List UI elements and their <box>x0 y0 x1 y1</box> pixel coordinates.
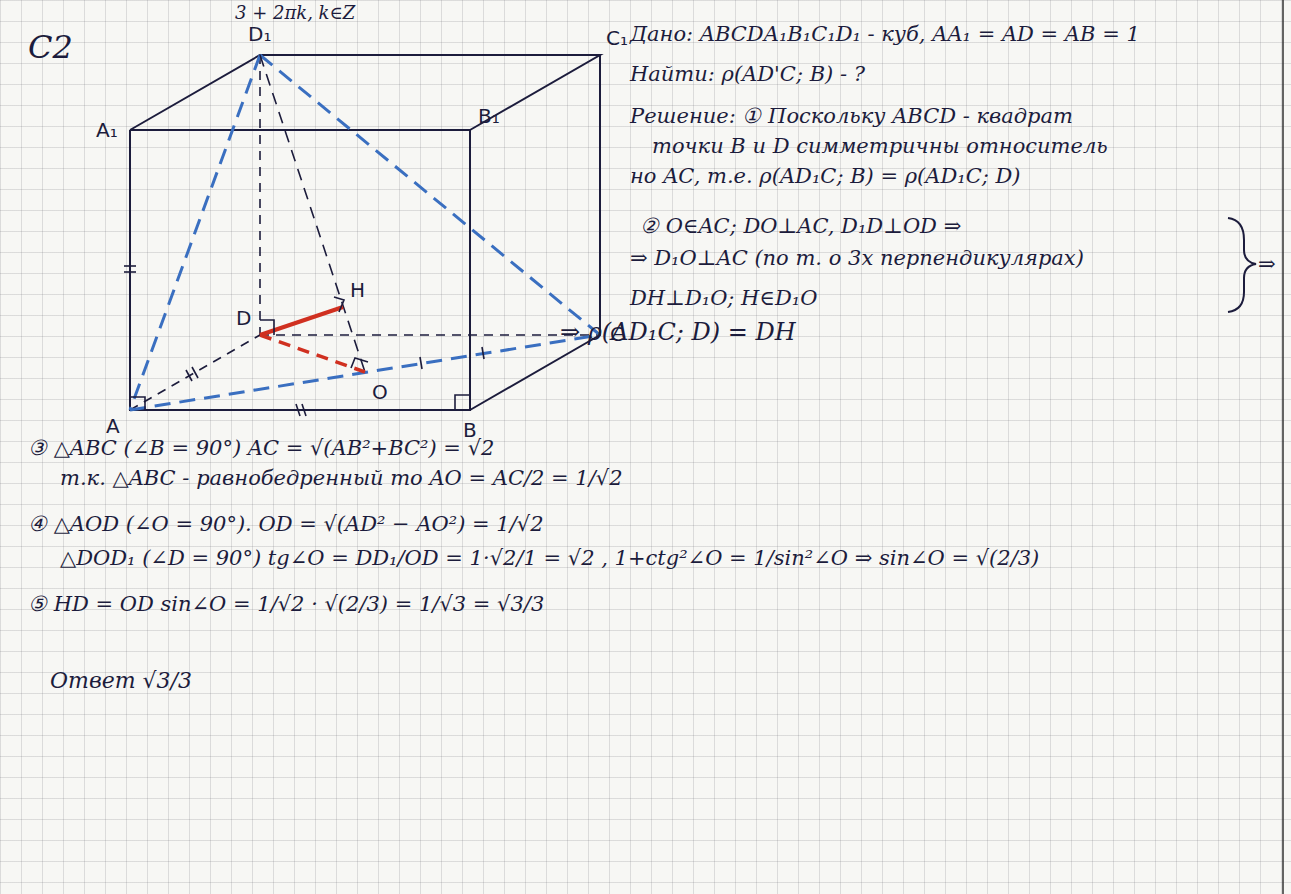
edge-dc <box>260 334 600 336</box>
line-d1a <box>130 55 260 410</box>
solution-line: △DOD₁ (∠D = 90°) tg∠O = DD₁/OD = 1·√2/1 … <box>60 546 1039 571</box>
vertex-label: D₁ <box>248 22 271 46</box>
tick <box>482 347 484 359</box>
right-angle-marks <box>130 297 470 410</box>
segment-do <box>260 335 365 372</box>
tick <box>296 404 300 416</box>
solution-line: но AC, т.е. ρ(AD₁C; B) = ρ(AD₁C; D) <box>630 164 1021 189</box>
vertex-label: A <box>106 414 120 438</box>
vertex-label: O <box>372 380 388 404</box>
tick <box>302 404 306 416</box>
tick <box>124 265 136 267</box>
margin-line <box>1282 0 1284 894</box>
top-face <box>130 55 600 130</box>
solution-line: ⇒ ρ(AD₁C; D) = DH <box>560 318 796 347</box>
vertex-label: A₁ <box>96 118 118 142</box>
solution-line: Решение: ① Поскольку ABCD - квадрат <box>630 104 1073 129</box>
problem-number: C2 <box>28 28 73 66</box>
cube-edges <box>130 55 600 410</box>
solution-line: точки B и D симметричны относитель <box>652 134 1108 159</box>
given-line: Дано: ABCDA₁B₁C₁D₁ - куб, AA₁ = AD = AB … <box>630 22 1140 47</box>
tick <box>420 357 422 369</box>
vertex-label: C₁ <box>606 26 628 50</box>
tick <box>192 367 198 378</box>
solution-line: т.к. △ABC - равнобедренный то AO = AC/2 … <box>60 466 623 491</box>
section-lines <box>130 55 600 410</box>
tick <box>124 271 136 273</box>
brace <box>1228 218 1256 312</box>
edge-dd1 <box>259 55 261 335</box>
segment-dh <box>260 307 343 335</box>
right-angle-o <box>351 358 368 368</box>
vertex-label: H <box>350 278 365 302</box>
hidden-edges <box>130 55 600 410</box>
vertex-label: B₁ <box>478 104 500 128</box>
solution-line: ④ △AOD (∠O = 90°). OD = √(AD² − AO²) = 1… <box>28 512 544 537</box>
right-face <box>470 55 600 410</box>
right-angle-d <box>260 320 274 335</box>
solution-line: DH⊥D₁O; H∈D₁O <box>630 286 817 311</box>
solution-line: ② O∈AC; DO⊥AC, D₁D⊥OD ⇒ <box>640 214 961 239</box>
top-fragment: 3 + 2πk, k∈Z <box>235 2 355 24</box>
tick-marks <box>124 266 484 416</box>
right-angle-h <box>334 297 344 312</box>
solution-line: ⑤ HD = OD sin∠O = 1/√2 · √(2/3) = 1/√3 =… <box>28 592 544 617</box>
solution-line: ⇒ D₁O⊥AC (по т. о 3х перпендикулярах) <box>630 246 1084 271</box>
answer-line: Ответ √3/3 <box>50 668 192 694</box>
line-ac <box>130 335 600 410</box>
implies-sign: ⇒ <box>1258 252 1276 277</box>
tick <box>186 370 192 381</box>
line-d1c <box>260 55 600 335</box>
right-angle-a <box>130 397 145 410</box>
line-d1o <box>260 55 365 372</box>
find-line: Найти: ρ(AD'C; B) - ? <box>630 62 865 87</box>
vertex-label: D <box>236 306 251 330</box>
solution-line: ③ △ABC (∠B = 90°) AC = √(AB²+BC²) = √2 <box>28 436 494 461</box>
right-angle-b <box>455 395 470 410</box>
